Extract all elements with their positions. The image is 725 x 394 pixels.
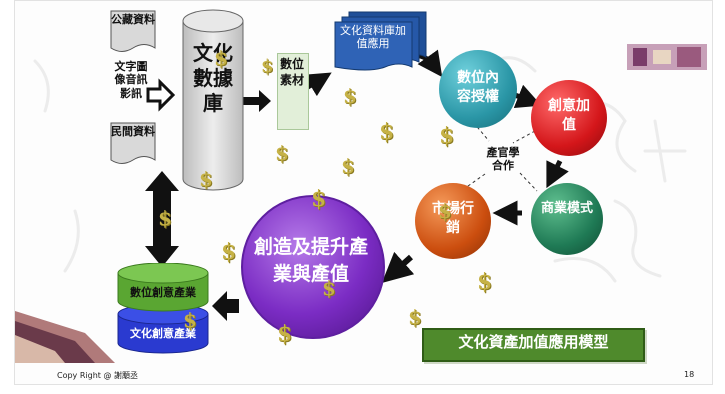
marketing-label: 市場行銷 <box>432 201 474 236</box>
document-icon-private <box>110 122 156 164</box>
art-strip-bottom-left <box>15 311 115 363</box>
arrow-marketing-to-industry <box>381 251 415 283</box>
digital-material-label: 數位素材 <box>279 57 304 87</box>
creativity-circle <box>531 80 607 156</box>
industry-value-label: 創造及提升產業與產值 <box>253 236 368 285</box>
calligraphy-watermark <box>33 56 687 283</box>
dashed-line-business <box>519 172 538 192</box>
arrow-db-to-material <box>243 90 271 112</box>
slide: 公藏資料 文字圖像音訊影訊 民間資料 文化數據庫 數位素材 文化資料庫加值應用 … <box>14 0 713 385</box>
dollar-symbol: $ <box>439 123 455 149</box>
collaboration-label: 產官學合作 <box>486 146 520 172</box>
creativity-label: 創意加值 <box>548 98 590 133</box>
arrow-licensing-to-creativity <box>513 84 542 108</box>
diagram-connectors <box>145 49 569 321</box>
dollar-symbol: $ <box>275 141 289 165</box>
dollar-symbol: $ <box>379 119 395 145</box>
dollar-symbol: $ <box>199 167 213 191</box>
dollar-symbol: $ <box>158 206 172 230</box>
double-arrow-vertical <box>145 171 179 267</box>
dollar-symbol: $ <box>277 321 293 347</box>
dollar-symbol: $ <box>221 239 237 265</box>
model-title-banner <box>422 328 645 362</box>
dollar-symbol: $ <box>183 308 197 332</box>
dollar-symbol: $ <box>477 269 493 295</box>
copyright-text: Copy Right @ 謝顒丞 <box>57 371 138 380</box>
licensing-label: 數位內容授權 <box>457 70 499 105</box>
digital-creative-industry-label: 數位創意產業 <box>130 286 196 299</box>
source-private-collection: 民間資料 <box>111 125 155 138</box>
hollow-arrow-to-database <box>146 78 176 112</box>
application-docs-stack <box>334 11 427 71</box>
cultural-creative-industry-label: 文化創意產業 <box>130 327 196 340</box>
business-model-circle <box>531 183 603 255</box>
industry-value-circle <box>241 195 385 339</box>
page-number: 18 <box>684 370 695 379</box>
arrow-industry-to-stack <box>212 291 239 321</box>
source-public-collection: 公藏資料 <box>111 13 155 26</box>
dollar-symbol: $ <box>408 305 422 329</box>
marketing-circle <box>415 183 491 259</box>
digital-material-box <box>277 53 309 130</box>
licensing-circle <box>439 50 517 128</box>
database-cylinder <box>182 9 244 191</box>
dollar-symbol: $ <box>343 84 357 108</box>
industry-stack <box>117 263 209 354</box>
dollar-symbol: $ <box>311 186 327 212</box>
business-model-label: 商業模式 <box>541 201 594 216</box>
dollar-symbol: $ <box>341 154 355 178</box>
model-title-label: 文化資產加值應用模型 <box>458 333 609 351</box>
document-icon-public <box>110 10 156 52</box>
dollar-symbol: $ <box>214 46 228 70</box>
dollar-symbol: $ <box>438 199 452 223</box>
dollar-symbol: $ <box>261 56 274 77</box>
dollar-symbol: $ <box>322 276 336 300</box>
source-media-types: 文字圖像音訊影訊 <box>114 60 148 100</box>
database-label: 文化數據庫 <box>193 41 233 115</box>
art-strip-top-right <box>627 44 707 70</box>
application-docs-label: 文化資料庫加值應用 <box>340 24 406 50</box>
arrow-creativity-to-business <box>546 159 569 189</box>
dashed-line-creativity <box>512 130 536 144</box>
